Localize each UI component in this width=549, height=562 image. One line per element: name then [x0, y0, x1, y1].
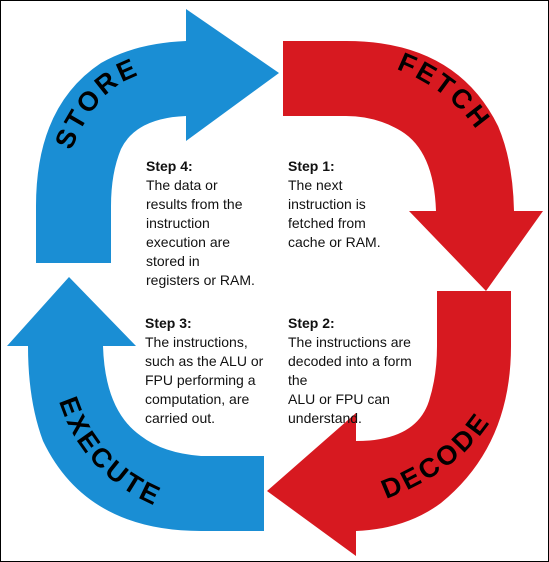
- step-2-title: Step 2:: [288, 315, 335, 331]
- step-3-description: Step 3: The instructions, such as the AL…: [145, 314, 285, 428]
- step-3-title: Step 3:: [145, 315, 192, 331]
- step-4-description: Step 4: The data or results from the ins…: [146, 157, 286, 290]
- fetch-arrow: [283, 41, 543, 291]
- decode-arrow: [267, 291, 511, 556]
- step-4-body: The data or results from the instruction…: [146, 177, 255, 288]
- step-1-description: Step 1: The next instruction is fetched …: [288, 157, 408, 252]
- step-4-title: Step 4:: [146, 158, 193, 174]
- step-2-body: The instructions are decoded into a form…: [288, 334, 412, 426]
- step-1-title: Step 1:: [288, 158, 335, 174]
- store-arrow: [36, 9, 279, 263]
- step-3-body: The instructions, such as the ALU or FPU…: [145, 334, 264, 426]
- step-2-description: Step 2: The instructions are decoded int…: [288, 314, 418, 428]
- step-1-body: The next instruction is fetched from cac…: [288, 177, 381, 250]
- execute-arrow: [7, 277, 264, 531]
